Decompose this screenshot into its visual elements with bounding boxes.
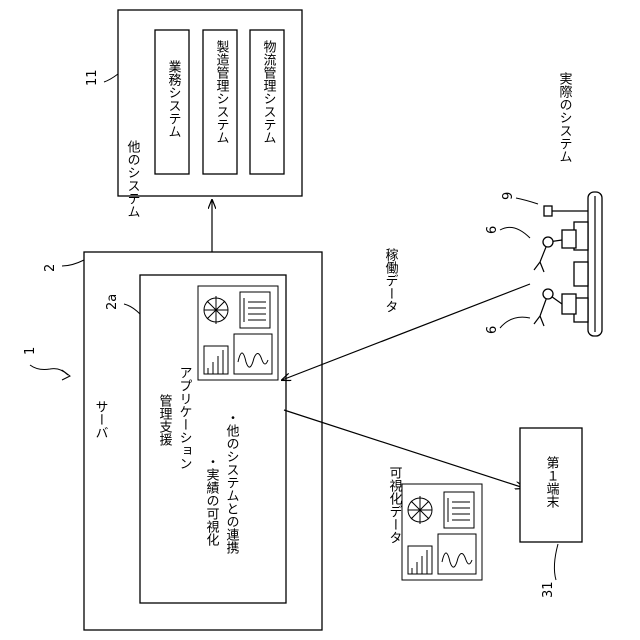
other-system-ref: 11 bbox=[85, 69, 100, 86]
terminal-block: 第１端末 31 bbox=[520, 428, 582, 598]
other-system-title: 他のシステム bbox=[125, 140, 141, 218]
business-system-label: 業務システム bbox=[166, 59, 182, 138]
ref-6-top: 6 bbox=[485, 226, 500, 234]
manufacturing-system-label: 製造管理システム bbox=[214, 40, 230, 144]
app-bullet-visualization: ・実績の可視化 bbox=[204, 455, 220, 547]
terminal-ref-leader bbox=[554, 544, 558, 580]
server-ref: 2 bbox=[43, 264, 58, 272]
app-ref: 2a bbox=[105, 294, 120, 310]
robot-line-illustration bbox=[534, 192, 602, 336]
ref-9-leader bbox=[516, 198, 538, 204]
visualized-data-label: 可視化データ bbox=[387, 466, 403, 544]
ref-6-top-leader bbox=[500, 227, 530, 238]
figure-ref-1: 1 bbox=[23, 347, 70, 380]
app-title: 管理支援 bbox=[157, 394, 173, 446]
other-system-block: 他のシステム 業務システム 製造管理システム 物流管理システム 11 bbox=[85, 10, 302, 218]
actual-system-label: 実際のシステム bbox=[557, 71, 573, 163]
figure-ref-label: 1 bbox=[23, 347, 38, 355]
ref-6-bottom-leader bbox=[500, 317, 530, 328]
operation-data-label: 稼働データ bbox=[383, 248, 399, 313]
server-label: サーバ bbox=[93, 400, 109, 439]
app-bullet-integration: ・他のシステムとの連携 bbox=[224, 411, 240, 554]
actual-system-block: 実際のシステム 9 6 6 bbox=[485, 71, 602, 336]
other-system-ref-leader bbox=[104, 74, 118, 82]
visualized-data-dashboard-icon bbox=[402, 484, 482, 580]
app-subtitle: アプリケーション bbox=[177, 366, 192, 470]
terminal-ref: 31 bbox=[541, 581, 556, 598]
server-ref-leader bbox=[62, 260, 84, 266]
ref-9: 9 bbox=[501, 192, 516, 200]
terminal-label: 第１端末 bbox=[544, 456, 560, 508]
ref-6-bottom: 6 bbox=[485, 326, 500, 334]
logistics-system-label: 物流管理システム bbox=[261, 40, 277, 144]
